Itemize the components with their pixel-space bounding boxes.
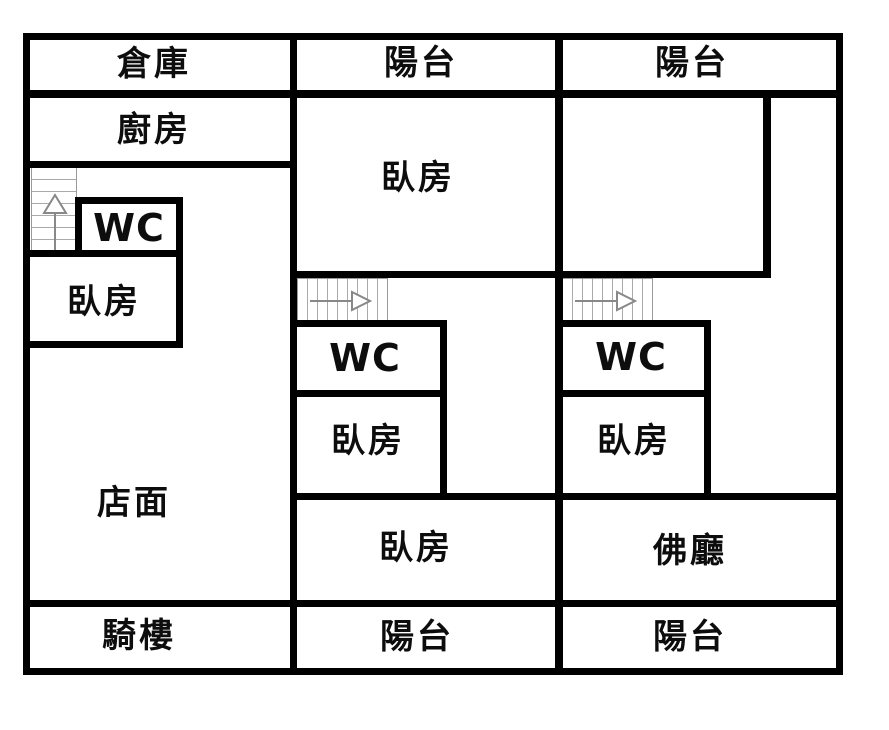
stairs-right-arrow-icon (310, 290, 373, 312)
wall (23, 161, 297, 168)
room-label-balcony-bottom-mid: 陽台 (380, 617, 454, 657)
room-label-buddha-hall: 佛廳 (653, 531, 727, 571)
room-label-bedroom-bottom-mid: 臥房 (379, 528, 453, 568)
wall (555, 33, 563, 675)
room-label-bedroom-right: 臥房 (597, 421, 671, 461)
staircase-right (562, 278, 653, 322)
room-label-wc-right: WC (595, 335, 667, 379)
wall (23, 33, 30, 675)
room-label-wc-left: WC (93, 206, 165, 250)
room-label-bedroom-mid: 臥房 (331, 421, 405, 461)
stairs-up-arrow-icon (42, 193, 68, 250)
wall (23, 668, 843, 675)
wall (290, 390, 447, 397)
room-label-wc-mid: WC (329, 336, 401, 380)
staircase-middle (297, 278, 388, 322)
wall (763, 90, 771, 278)
room-label-bedroom-left: 臥房 (67, 282, 141, 322)
wall (290, 320, 447, 327)
wall (290, 271, 771, 278)
room-label-bedroom-mid-top: 臥房 (381, 158, 455, 198)
wall (704, 320, 711, 500)
wall (836, 33, 843, 675)
room-bedroom-left (23, 250, 183, 348)
room-label-balcony-top-mid: 陽台 (384, 43, 458, 83)
room-label-storage: 倉庫 (117, 44, 191, 84)
staircase-left (31, 167, 77, 252)
stairs-right-arrow-icon (575, 290, 638, 312)
wall (290, 493, 843, 500)
wall (23, 90, 843, 98)
room-label-arcade: 騎樓 (102, 616, 176, 656)
room-label-balcony-top-right: 陽台 (655, 43, 729, 83)
room-label-balcony-bottom-right: 陽台 (653, 617, 727, 657)
room-label-shop: 店面 (97, 483, 171, 523)
wall (23, 600, 843, 607)
wall (23, 33, 843, 40)
wall (290, 33, 297, 675)
wall (555, 320, 711, 327)
wall (555, 390, 711, 397)
wall (440, 320, 447, 500)
room-label-kitchen: 廚房 (117, 110, 191, 150)
room-wc-left (75, 197, 183, 258)
